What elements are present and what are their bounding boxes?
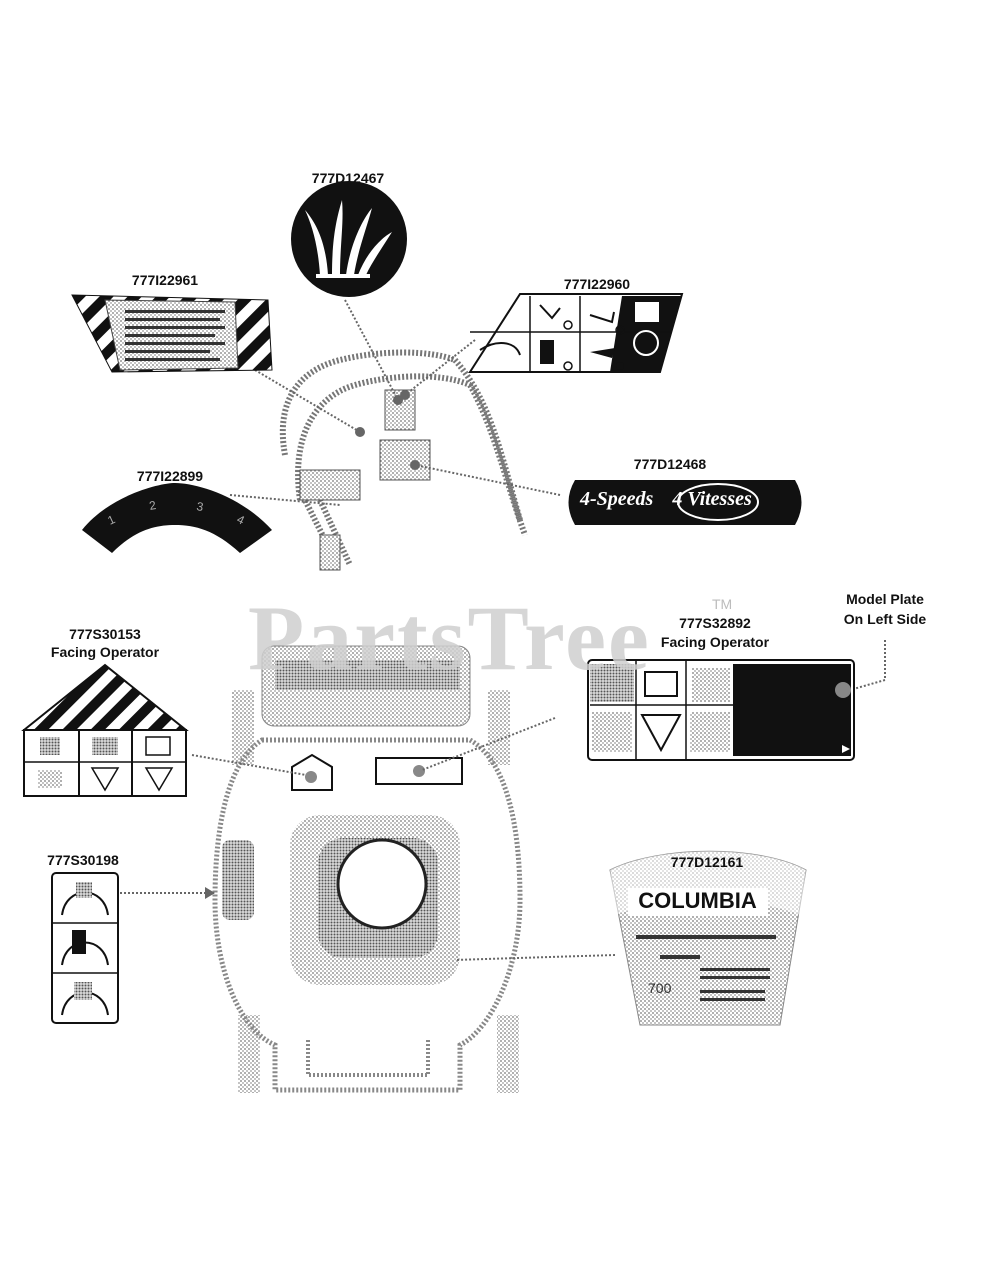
speeds-text-english: 4-Speeds <box>580 488 654 510</box>
trademark-mark: TM <box>712 596 733 612</box>
speeds-decal-text: 4-Speeds 4 Vitesses <box>580 488 790 518</box>
leader-lines-upper <box>229 299 561 506</box>
side-decal <box>51 872 119 1024</box>
part-number-777S30153: 777S30153 <box>69 626 141 642</box>
speeds-decal <box>568 480 802 525</box>
part-number-777I22960: 777I22960 <box>563 276 631 292</box>
speeds-text-french: 4 Vitesses <box>672 488 752 510</box>
arrowhead <box>205 887 215 899</box>
operator-decal <box>587 659 855 761</box>
columbia-brand-text: COLUMBIA <box>638 888 757 913</box>
part-number-777S32892: 777S32892 <box>679 615 751 631</box>
mower-deck <box>212 645 523 1093</box>
speed-arc-decal: 1 2 3 4 <box>82 483 272 553</box>
control-symbols-decal <box>468 293 684 373</box>
note-777S32892: Facing Operator <box>660 634 770 650</box>
part-number-777I22899: 777I22899 <box>136 468 204 484</box>
columbia-decal: 700 <box>609 850 807 1026</box>
part-number-777D12467: 777D12467 <box>311 170 385 186</box>
model-plate-line-1: Model Plate <box>846 591 924 607</box>
part-number-777S30198: 777S30198 <box>47 852 119 868</box>
leader-dots-upper <box>355 390 420 470</box>
svg-text:3: 3 <box>195 499 204 514</box>
watermark-text: PartsTree <box>248 587 651 689</box>
svg-text:700: 700 <box>648 980 672 996</box>
part-number-777D12161: 777D12161 <box>670 854 744 870</box>
handle-controls <box>299 389 431 571</box>
grass-logo-decal <box>291 181 407 297</box>
model-plate-line-2: On Left Side <box>843 611 927 627</box>
warning-decal-front <box>21 663 189 797</box>
svg-text:2: 2 <box>148 498 157 513</box>
caution-decal <box>71 294 273 373</box>
part-number-777I22961: 777I22961 <box>131 272 199 288</box>
note-777S30153: Facing Operator <box>50 644 160 660</box>
leader-lines-lower <box>120 640 886 961</box>
part-number-777D12468: 777D12468 <box>633 456 707 472</box>
